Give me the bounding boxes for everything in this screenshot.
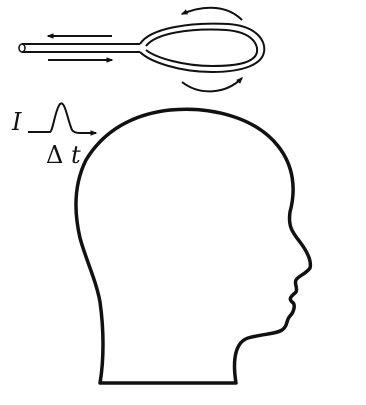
head-outline — [76, 109, 310, 383]
rotation-arrow-bottom — [182, 78, 242, 91]
coil — [19, 24, 264, 72]
rotation-arrow-top — [182, 8, 242, 20]
pulse-curve — [28, 103, 96, 133]
coil-loop-inner — [146, 30, 257, 66]
current-label: I — [11, 108, 22, 136]
time-symbol: t — [71, 141, 81, 169]
rotation-arrows — [182, 8, 242, 92]
delta-t-label: Δ t — [46, 141, 81, 169]
delta-symbol: Δ — [46, 141, 63, 169]
current-arrows — [48, 36, 112, 60]
pulse-waveform — [28, 103, 96, 133]
coil-handle-end — [19, 44, 25, 52]
